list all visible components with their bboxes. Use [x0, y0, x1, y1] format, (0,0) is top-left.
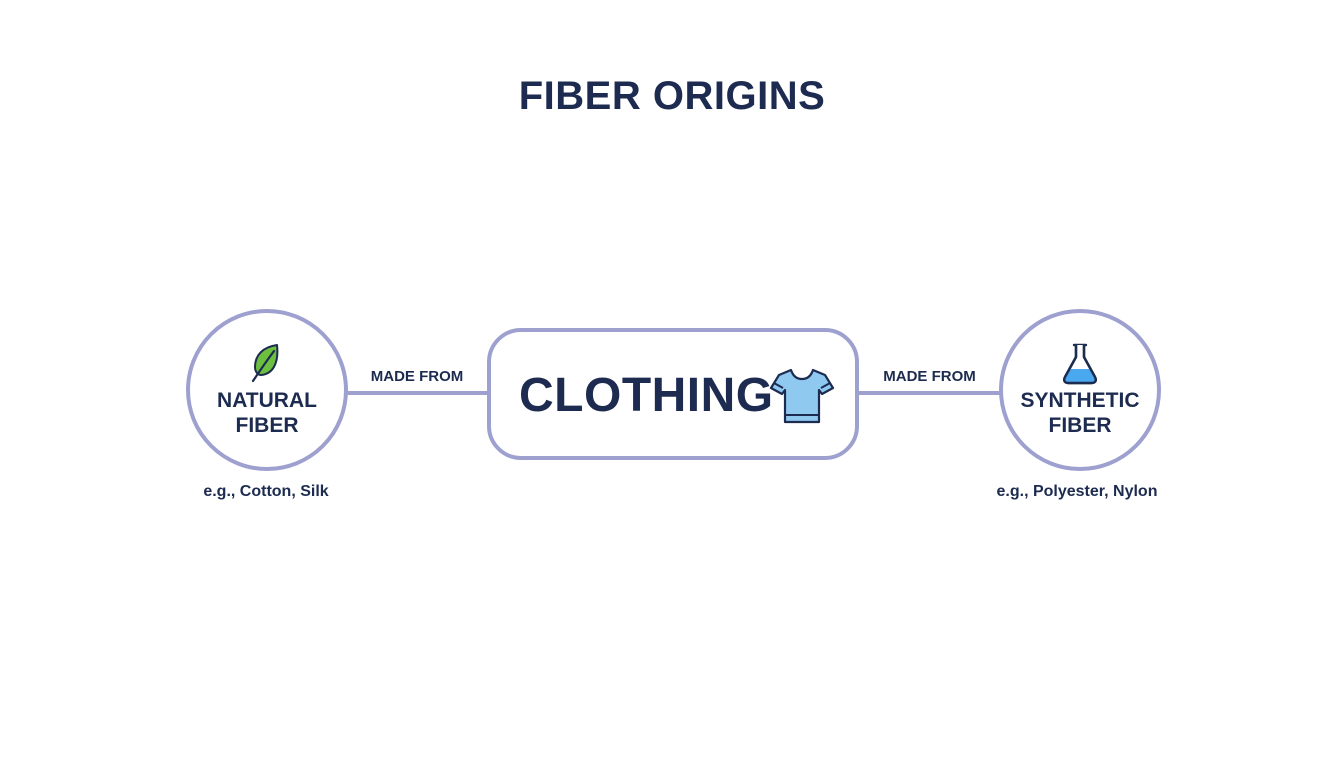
- natural-fiber-node: NATURAL FIBER: [186, 309, 348, 471]
- edge-label-right: MADE FROM: [883, 368, 976, 385]
- clothing-label: CLOTHING: [519, 369, 774, 422]
- natural-fiber-label-line1: NATURAL: [217, 389, 317, 412]
- connector-right: [855, 391, 1002, 395]
- flask-icon: [1063, 343, 1097, 385]
- synthetic-fiber-label: SYNTHETIC FIBER: [1003, 388, 1157, 438]
- natural-fiber-label: NATURAL FIBER: [190, 388, 344, 438]
- natural-fiber-examples: e.g., Cotton, Silk: [203, 483, 329, 500]
- synthetic-fiber-label-line2: FIBER: [1048, 414, 1112, 437]
- clothing-node: CLOTHING: [487, 328, 859, 460]
- natural-fiber-label-line2: FIBER: [235, 414, 299, 437]
- leaf-icon: [251, 344, 279, 383]
- synthetic-fiber-label-line1: SYNTHETIC: [1020, 389, 1140, 412]
- connector-left: [344, 391, 490, 395]
- edge-label-left: MADE FROM: [370, 368, 464, 385]
- synthetic-fiber-examples: e.g., Polyester, Nylon: [996, 483, 1158, 500]
- synthetic-fiber-node: SYNTHETIC FIBER: [999, 309, 1161, 471]
- t-shirt-icon: [769, 368, 835, 424]
- diagram-title: FIBER ORIGINS: [518, 74, 826, 118]
